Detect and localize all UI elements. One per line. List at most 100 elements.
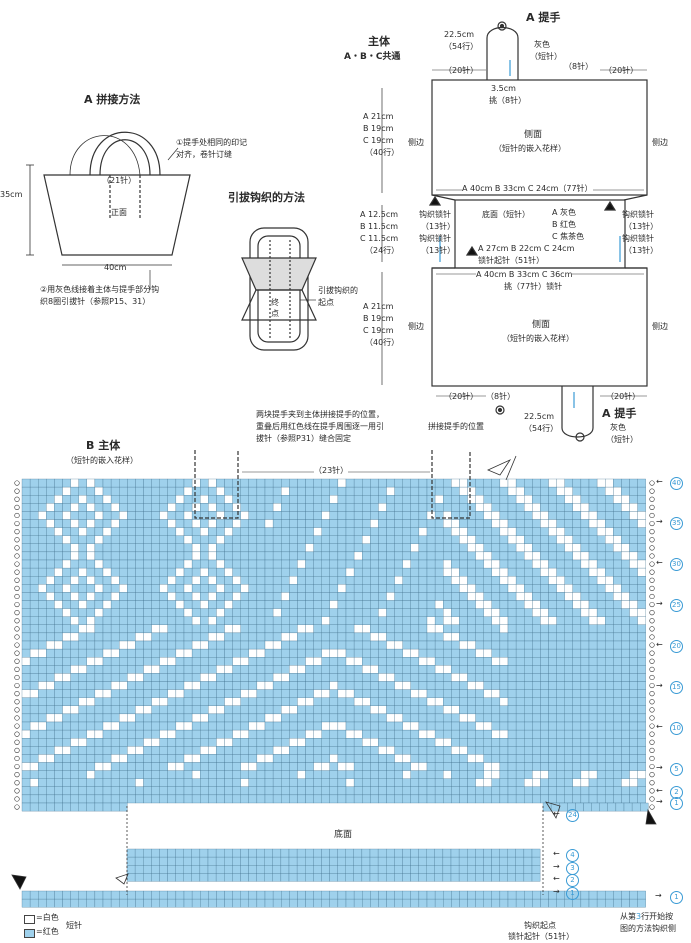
label-20-st-bottom-left: （20针） [444,392,479,401]
edge-stitch-left [14,553,20,559]
edge-stitch-right [649,504,655,510]
row-number-24: 24 [566,809,579,822]
base-arrow-1: → [553,887,560,896]
lower-height-c: C 19cm [363,326,394,335]
edge-stitch-right [649,545,655,551]
handle-title-bottom: A 提手 [602,407,637,420]
edge-stitch-left [14,610,20,616]
edge-stitch-left [14,658,20,664]
edge-stitch-left [14,796,20,802]
legend-white: =白色 [36,913,59,922]
legend-red-swatch [24,929,35,938]
edge-stitch-left [14,747,20,753]
edge-stitch-right [649,561,655,567]
edge-stitch-left [14,520,20,527]
label-20-st-top-right: （20针） [604,66,639,75]
edge-stitch-right [649,755,655,762]
edge-stitch-right [649,618,655,624]
row-arrow-20: ← [656,640,663,649]
edge-stitch-left [14,593,20,600]
label-20-st-bottom-right: （20针） [606,392,641,401]
width-bottom: A 40cm B 33cm C 36cm [476,270,573,280]
side-edge-right-lower: 侧边 [652,322,668,331]
edge-stitch-right [649,569,655,575]
row-arrow-24: ← [553,809,560,818]
edge-stitch-left [14,674,20,681]
chart-base-connectors [11,801,657,895]
edge-stitch-left [14,772,20,778]
edge-stitch-right [649,699,655,705]
chart-title: B 主体 [86,439,121,452]
edge-stitch-left [14,699,20,705]
edge-stitch-left [14,763,20,770]
edge-stitch-left [14,537,20,543]
base-row-1: 1 [566,887,579,900]
chain-left-1-st: （13针） [421,222,456,231]
edge-stitch-right [649,707,655,713]
label-pick-8: 挑（8针） [489,96,527,105]
handle-length-bottom: 22.5cm [524,412,555,421]
row-number-25: 25 [670,599,683,612]
note-slip-join: ②用灰色线接着主体与提手部分钩 [40,285,160,294]
edge-stitch-right [649,658,655,664]
chart-left-bridge [21,802,128,812]
edge-stitch-right [649,804,655,810]
edge-stitch-right [649,488,655,494]
label-front: 正面 [111,208,127,217]
slip-sketch [241,227,317,351]
lower-height-a: A 21cm [363,302,394,311]
side-face-lower-sub: （短针的嵌入花样） [502,334,574,343]
row-number-15: 15 [670,681,683,694]
pick-77: 挑（77针）锁针 [504,282,563,291]
edge-stitch-left [14,585,20,591]
edge-stitch-left [14,634,20,640]
label-end-point-2: 点 [271,309,279,318]
upper-rows: （40行） [365,148,400,157]
handle-color-top: 灰色 [534,40,550,49]
edge-stitch-left [14,488,20,494]
row-arrow-5: → [656,763,663,772]
row-arrow-25: → [656,599,663,608]
edge-stitch-right [649,634,655,640]
section-title-joining: A 拼接方法 [84,93,141,106]
chain-right-2: 钩织锁针 [622,234,654,243]
chart-base-grid [126,848,541,882]
note-slip-join-2: 织8圈引拔针（参照P15、31） [40,297,151,306]
side-edge-left-lower: 侧边 [408,322,424,331]
handle-length-top: 22.5cm [444,30,475,39]
side-edge-left-upper: 侧边 [408,138,424,147]
base-color-a: A 灰色 [552,208,577,217]
base-color-c: C 焦茶色 [552,232,585,241]
note-right-part2: 行开始按 [641,912,674,921]
handle-stitch-top: （短针） [530,52,562,61]
label-20-st-top-left: （20针） [444,66,479,75]
edge-stitch-left [14,666,20,672]
row-number-5: 5 [670,763,683,776]
edge-stitch-right [649,529,655,535]
edge-stitch-right [649,731,655,737]
edge-stitch-right [649,496,655,502]
base-row-4: 4 [566,849,579,862]
legend-red: =红色 [36,927,59,936]
edge-stitch-right [649,520,655,527]
base-color-b: B 红色 [552,220,577,229]
edge-stitch-left [14,504,20,510]
note-right-part1: 从第 [620,912,636,921]
chart-right-bridge [542,802,649,812]
edge-stitch-right [649,788,655,794]
row-number-20: 20 [670,640,683,653]
edge-stitch-left [14,731,20,737]
edge-stitch-left [14,780,20,786]
chain-left-2-st: （13针） [421,246,456,255]
edge-stitch-left [14,601,20,608]
label-slip-start-2: 起点 [318,298,334,307]
edge-stitch-right [649,512,655,519]
chain-left-1: 钩织锁针 [419,210,451,219]
mid-height-a: A 12.5cm [360,210,399,219]
edge-stitch-left [14,577,20,583]
edge-stitch-left [14,755,20,762]
edge-stitch-right [649,715,655,721]
note-right-line2: 图的方法钩织侧 [620,924,676,933]
start-row-1: 1 [670,891,683,904]
